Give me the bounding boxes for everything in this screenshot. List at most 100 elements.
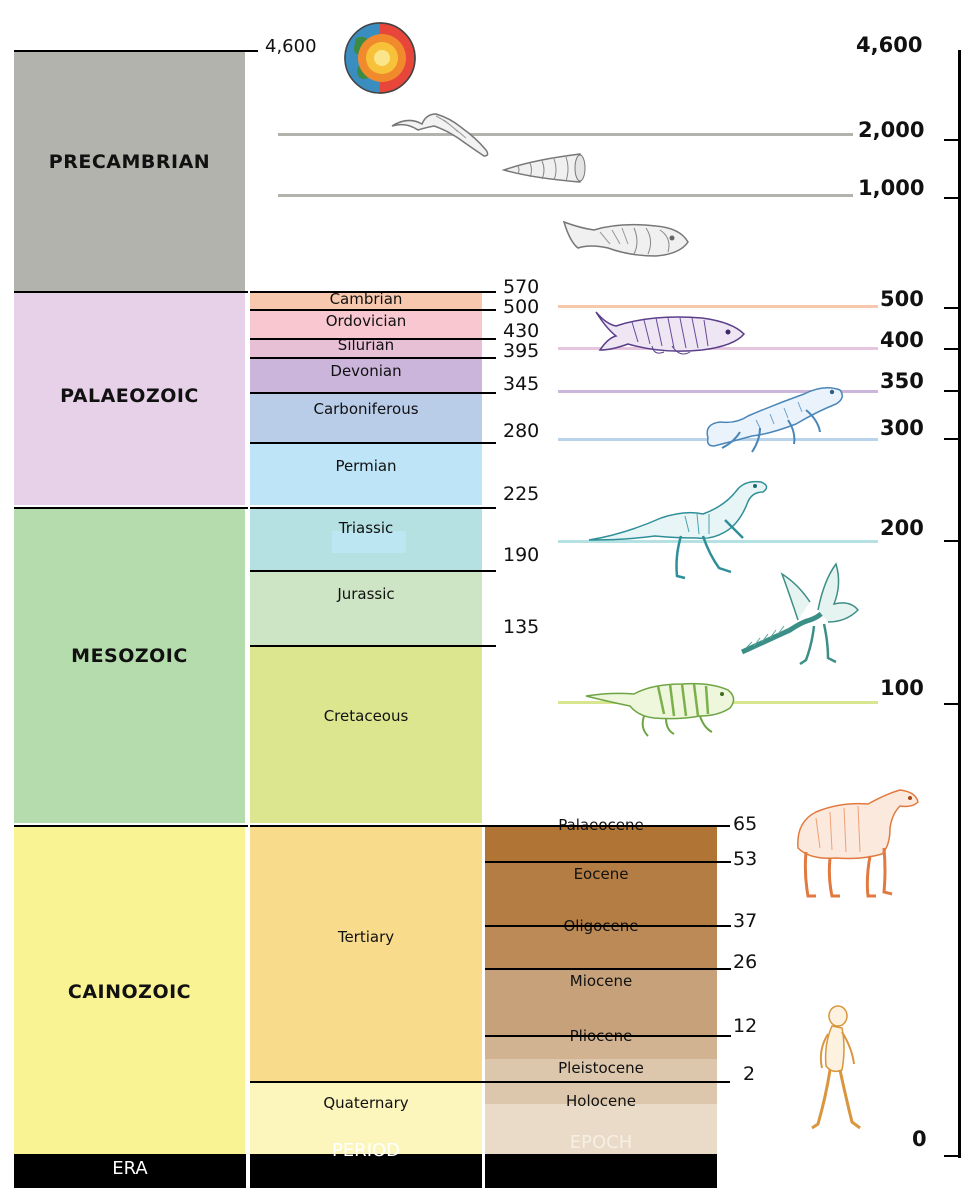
scale-tick: [944, 703, 960, 705]
period-jurassic: Jurassic: [250, 572, 482, 647]
age-label: 135: [503, 616, 539, 638]
epoch-label: Holocene: [485, 1092, 717, 1110]
scale-label: 100: [880, 676, 924, 700]
scale-tick: [944, 540, 960, 542]
scale-label: 300: [880, 416, 924, 440]
amphibian-icon: [700, 380, 846, 458]
scale-tick: [944, 139, 960, 141]
epoch-line-12: [485, 1035, 731, 1037]
epoch-label: Pleistocene: [485, 1059, 717, 1077]
period-line-190: [250, 570, 496, 572]
scale-label: 1,000: [858, 176, 924, 200]
scale-tick: [944, 390, 960, 392]
period-label: Tertiary: [250, 928, 482, 946]
scale-label: 350: [880, 369, 924, 393]
period-line-430: [250, 338, 496, 340]
era-palaeozoic: PALAEOZOIC: [14, 293, 247, 505]
footer-epoch-label: EPOCH: [485, 1132, 717, 1153]
footer-epoch-bar: EPOCH: [485, 1154, 717, 1188]
scale-label: 0: [912, 1127, 927, 1151]
armored-fish-icon: [560, 208, 692, 264]
age-label: 280: [503, 420, 539, 442]
mammoth-icon: [786, 788, 922, 902]
period-cretaceous: Cretaceous: [250, 647, 482, 823]
period-line-395: [250, 357, 496, 359]
epoch-line-37: [485, 925, 731, 927]
period-line-500: [250, 309, 496, 311]
scale-label: 200: [880, 516, 924, 540]
epoch-label: Miocene: [485, 972, 717, 990]
period-label: Quaternary: [250, 1094, 482, 1112]
guide-line-1000: [278, 194, 853, 197]
period-label: Jurassic: [250, 585, 482, 603]
period-label: Carboniferous: [250, 400, 482, 418]
epoch-label: Eocene: [485, 865, 717, 883]
age-label: 430: [503, 320, 539, 342]
period-label: Triassic: [250, 519, 482, 537]
scale-tick: [944, 1155, 960, 1157]
period-permian: Permian: [250, 444, 482, 505]
age-label: 345: [503, 373, 539, 395]
epoch-palaeocene: Palaeocene: [485, 827, 717, 863]
archaeopteryx-icon: [738, 560, 862, 672]
era-label: MESOZOIC: [14, 645, 245, 667]
era-label: PRECAMBRIAN: [14, 151, 245, 173]
footer-era-label: ERA: [14, 1158, 246, 1179]
footer-period-label: PERIOD: [250, 1140, 482, 1161]
age-label: 570: [503, 276, 539, 298]
age-label: 26: [733, 951, 757, 973]
age-label: 190: [503, 544, 539, 566]
period-line-225: [250, 507, 496, 509]
period-line-570: [250, 291, 496, 293]
age-label: 395: [503, 340, 539, 362]
period-label: Permian: [250, 457, 482, 475]
age-label: 12: [733, 1015, 757, 1037]
era-cainozoic: CAINOZOIC: [14, 827, 247, 1154]
epoch-pliocene: Pliocene: [485, 1037, 717, 1059]
worm-icon: [388, 108, 494, 160]
age-label: 4,600: [265, 36, 317, 57]
scale-tick: [944, 197, 960, 199]
period-cambrian: Cambrian: [250, 293, 482, 310]
period-silurian: Silurian: [250, 339, 482, 358]
period-tertiary: Tertiary: [250, 827, 482, 1083]
scale-label: 4,600: [856, 33, 922, 57]
mammal-reptile-icon: [582, 676, 738, 738]
period-ordovician: Ordovician: [250, 310, 482, 339]
period-line-135: [250, 645, 496, 647]
period-line-65: [250, 825, 730, 827]
scale-axis: [958, 50, 961, 1158]
period-label: Cretaceous: [250, 707, 482, 725]
scale-tick: [944, 438, 960, 440]
scale-tick: [944, 307, 960, 309]
guide-line-2000: [278, 133, 853, 136]
scale-label: 500: [880, 287, 924, 311]
era-mesozoic: MESOZOIC: [14, 509, 247, 823]
epoch-line-53: [485, 861, 731, 863]
era-boundary-line: [14, 825, 248, 827]
shell-icon: [502, 150, 588, 186]
era-label: PALAEOZOIC: [14, 385, 245, 407]
period-line-280: [250, 442, 496, 444]
period-carboniferous: Carboniferous: [250, 394, 482, 444]
period-label: Devonian: [250, 362, 482, 380]
age-label: 225: [503, 483, 539, 505]
age-label: 53: [733, 848, 757, 870]
scale-label: 400: [880, 328, 924, 352]
epoch-oligocene: Oligocene: [485, 927, 717, 970]
era-boundary-line: [14, 291, 248, 293]
coelacanth-icon: [592, 306, 748, 358]
scale-label: 2,000: [858, 118, 924, 142]
period-line-345: [250, 392, 496, 394]
age-label: 37: [733, 910, 757, 932]
era-boundary-line: [14, 507, 248, 509]
early-human-icon: [808, 1004, 864, 1132]
age-label: 500: [503, 296, 539, 318]
scale-tick: [944, 348, 960, 350]
period-label: Ordovician: [250, 312, 482, 330]
footer-period-bar: PERIOD: [250, 1154, 482, 1188]
epoch-line-26: [485, 968, 731, 970]
era-boundary-line: [14, 50, 258, 52]
period-line-quaternary: [250, 1081, 730, 1083]
period-devonian: Devonian: [250, 358, 482, 394]
